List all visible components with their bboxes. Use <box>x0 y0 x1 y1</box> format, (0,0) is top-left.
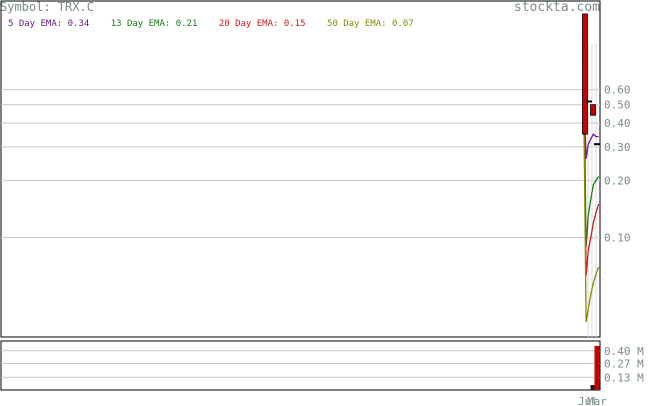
ema-legend: 5 Day EMA: 0.34 13 Day EMA: 0.21 20 Day … <box>8 19 430 29</box>
price-tick-label: 0.20 <box>604 174 631 187</box>
volume-tick-label: 0.27 M <box>604 358 644 371</box>
x-label-jul: Jul <box>578 395 598 406</box>
symbol-label: Symbol: TRX.C <box>0 0 94 14</box>
ema-50-label: 50 Day EMA: 0.07 <box>326 19 414 29</box>
price-tick-label: 0.10 <box>604 232 631 245</box>
ema-line <box>582 47 600 323</box>
volume-frame <box>0 340 601 391</box>
price-panel: 0.60 0.50 0.40 0.30 0.20 0.10 <box>0 0 631 338</box>
volume-tick-label: 0.13 M <box>604 371 644 384</box>
price-tick-label: 0.30 <box>604 141 631 154</box>
volume-tick-label: 0.40 M <box>604 345 644 358</box>
price-tick-label: 0.40 <box>604 117 631 130</box>
volume-bar <box>594 345 600 390</box>
x-label-mar: Mar <box>587 395 607 406</box>
brand-label: stockta.com <box>513 0 600 15</box>
candle <box>582 13 588 135</box>
price-frame <box>0 0 601 338</box>
price-tick-label: 0.50 <box>604 99 631 112</box>
ema-20-label: 20 Day EMA: 0.15 <box>218 19 306 29</box>
candle <box>590 104 596 116</box>
ema-13-label: 13 Day EMA: 0.21 <box>110 19 198 29</box>
volume-bar <box>590 385 596 390</box>
ema-5-label: 5 Day EMA: 0.34 <box>8 19 90 29</box>
price-tick-label: 0.60 <box>604 84 631 97</box>
